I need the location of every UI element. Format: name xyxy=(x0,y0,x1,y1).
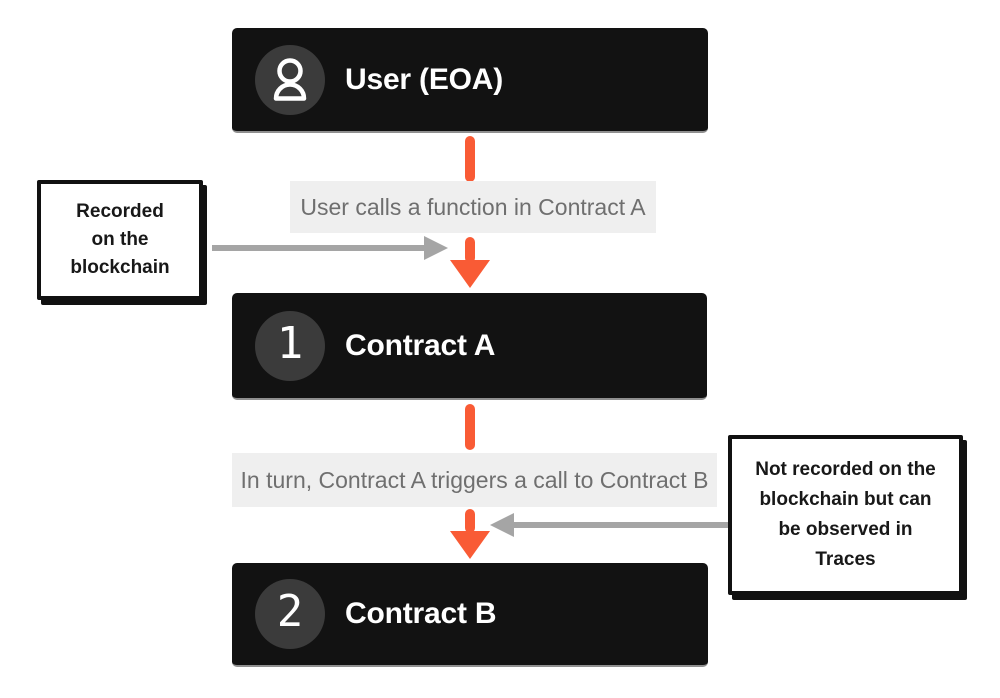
note-line: be observed in xyxy=(778,519,913,540)
orange-arrow-2-down-arrowhead-icon xyxy=(450,531,490,559)
step-badge-2: 2 xyxy=(255,579,325,649)
user-avatar xyxy=(255,44,325,115)
orange-arrow-1-down-arrowhead-icon xyxy=(450,260,490,288)
gray-arrow-1-shaft xyxy=(212,245,428,251)
orange-arrow-2-shaft-top xyxy=(465,404,475,450)
note-line: on the xyxy=(91,229,149,250)
node-contract-a: 1 Contract A xyxy=(232,293,707,400)
note-line: Recorded xyxy=(76,201,164,222)
note-line: blockchain xyxy=(70,257,170,278)
orange-arrow-1-shaft-bottom xyxy=(465,237,475,263)
node-title-contract-a: Contract A xyxy=(345,328,496,362)
note-not-recorded-traces: Not recorded on the blockchain but can b… xyxy=(728,435,963,595)
step-number: 2 xyxy=(276,586,304,637)
note-line: blockchain but can xyxy=(759,489,932,510)
node-title-user: User (EOA) xyxy=(345,62,504,96)
node-contract-b: 2 Contract B xyxy=(232,563,708,667)
note-line: Traces xyxy=(815,549,876,570)
orange-arrow-1-shaft-top xyxy=(465,136,475,182)
node-title-contract-b: Contract B xyxy=(345,597,497,630)
orange-arrow-2-shaft-bottom xyxy=(465,509,475,533)
note-recorded-on-blockchain: Recorded on the blockchain xyxy=(37,180,203,300)
gray-arrow-2-left-arrowhead-icon xyxy=(490,513,514,537)
gray-arrow-2-shaft xyxy=(512,522,730,528)
note-line: Not recorded on the xyxy=(755,459,936,480)
step-number: 1 xyxy=(276,317,304,369)
edge-label-call-1: User calls a function in Contract A xyxy=(290,181,656,233)
node-user-eoa: User (EOA) xyxy=(232,28,708,133)
edge-label-call-2: In turn, Contract A triggers a call to C… xyxy=(232,453,717,507)
gray-arrow-1-right-arrowhead-icon xyxy=(424,236,448,260)
step-badge-1: 1 xyxy=(255,310,325,381)
person-icon xyxy=(273,57,307,101)
